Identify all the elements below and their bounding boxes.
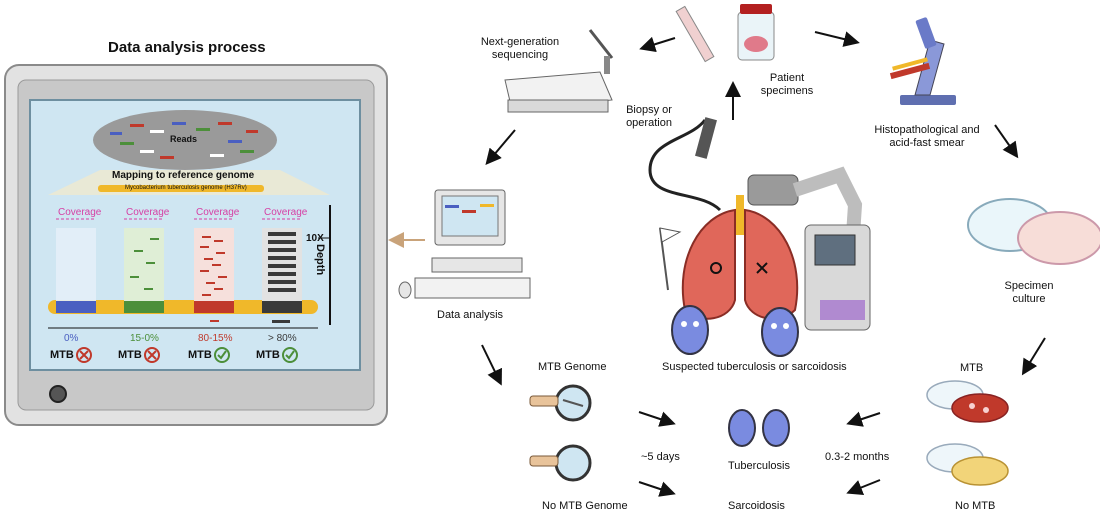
no-mtb-genome-label: No MTB Genome xyxy=(542,500,628,512)
mapping-label: Mapping to reference genome xyxy=(112,170,255,181)
computer-icon xyxy=(398,189,531,299)
months-label: 0.3-2 months xyxy=(825,451,890,463)
panel-title: Data analysis process xyxy=(108,39,266,56)
mtb-genome-label: MTB Genome xyxy=(538,361,607,373)
magnifier-mtb-icon xyxy=(529,384,592,422)
flow-arrows xyxy=(481,31,1046,497)
specimen-culture-label: Specimen culture xyxy=(1004,280,1054,305)
result-label: MTB xyxy=(118,349,142,361)
coverage-label: Coverage xyxy=(126,207,170,218)
monitor-power-icon xyxy=(49,385,67,403)
petri-dish-icon xyxy=(967,198,1100,265)
sequencer-icon xyxy=(504,29,614,113)
magnifier-no-mtb-icon xyxy=(529,444,592,482)
coverage-columns xyxy=(48,218,318,329)
coverage-label: Coverage xyxy=(196,207,240,218)
coverage-label: Coverage xyxy=(58,207,102,218)
no-mtb-label: No MTB xyxy=(955,500,996,512)
pct-label-15-0: 15-0% xyxy=(130,333,159,344)
mtb-label: MTB xyxy=(960,362,984,374)
depth-tick-label: 10X xyxy=(306,233,324,244)
patient-specimens-label: Patient specimens xyxy=(760,72,814,97)
no-mtb-dish-icon xyxy=(926,443,1009,486)
specimen-icon xyxy=(675,4,775,63)
depth-axis-label: Depth xyxy=(314,244,326,276)
pct-label-80-15: 80-15% xyxy=(198,333,233,344)
lungs-icon xyxy=(659,195,799,320)
tuberculosis-label: Tuberculosis xyxy=(728,460,790,472)
pct-label-0: 0% xyxy=(64,333,79,344)
biopsy-label: Biopsy or operation xyxy=(626,104,672,129)
result-label: MTB xyxy=(256,349,280,361)
center-label: Suspected tuberculosis or sarcoidosis xyxy=(662,361,847,373)
result-label: MTB xyxy=(188,349,212,361)
data-analysis-label: Data analysis xyxy=(437,309,504,321)
bacteria-icon xyxy=(671,305,799,447)
microscope-icon xyxy=(889,17,956,105)
histopathological-label: Histopathological and acid-fast smear xyxy=(874,124,980,149)
ngs-label: Next-generation sequencing xyxy=(480,36,560,61)
result-label: MTB xyxy=(50,349,74,361)
mapping-sublabel: Mycobacterium tuberculosis genome (H37Rv… xyxy=(125,185,247,191)
coverage-label: Coverage xyxy=(264,207,308,218)
result-icons xyxy=(76,347,298,363)
imaging-machine-icon xyxy=(747,166,871,331)
pct-label-80: > 80% xyxy=(268,333,297,344)
sarcoidosis-label: Sarcoidosis xyxy=(728,500,785,512)
mtb-dish-icon xyxy=(926,380,1009,423)
days-label: ~5 days xyxy=(641,451,680,463)
endoscope-icon xyxy=(648,117,722,212)
reads-cloud xyxy=(93,110,277,170)
reads-label: Reads xyxy=(170,134,198,144)
